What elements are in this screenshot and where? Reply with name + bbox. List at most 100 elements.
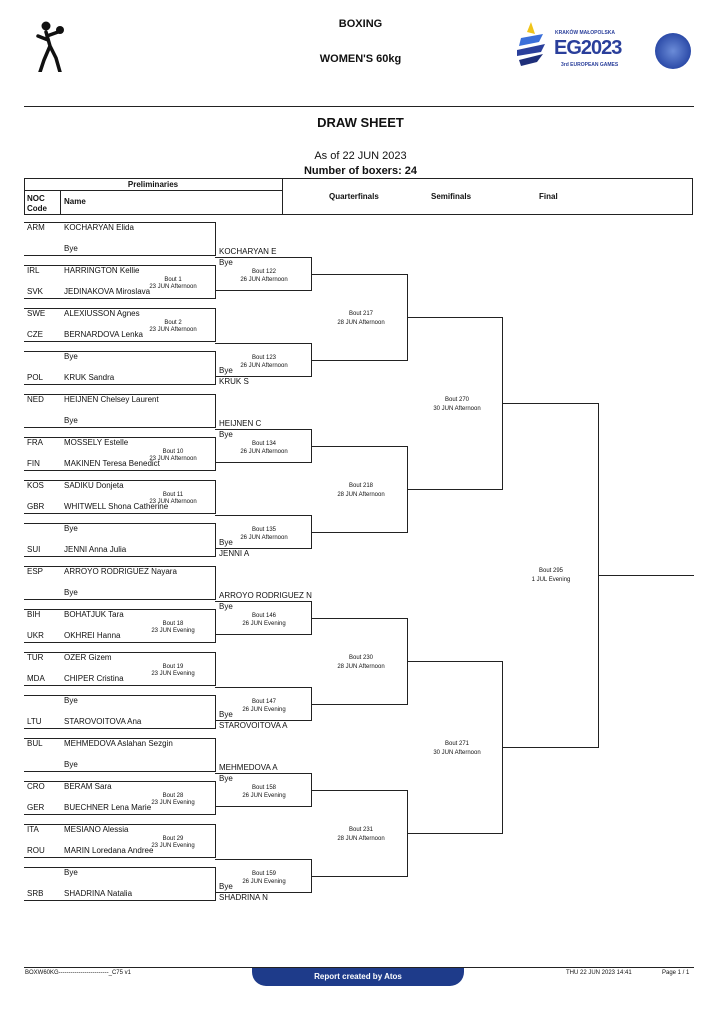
boxer-name: Bye xyxy=(64,588,78,597)
bout-number: Bout 159 xyxy=(251,871,277,877)
noc-code: ARM xyxy=(27,223,45,232)
noc-code: TUR xyxy=(27,653,44,662)
bracket-line xyxy=(24,437,215,438)
bout-time: 26 JUN Afternoon xyxy=(240,449,288,455)
bye-label: Bye xyxy=(219,366,233,375)
bracket-line xyxy=(215,687,311,688)
bracket-line xyxy=(215,609,216,643)
bout-number: Bout 158 xyxy=(251,785,277,791)
boxer-name: SHADRINA Natalia xyxy=(64,889,133,898)
bracket-line xyxy=(24,298,215,299)
bout-time: 28 JUN Afternoon xyxy=(337,664,385,670)
boxer-name: MAKINEN Teresa Benedict xyxy=(64,459,160,468)
bracket-line xyxy=(502,747,598,748)
bout-time: 23 JUN Evening xyxy=(151,628,195,634)
bracket-line xyxy=(24,470,215,471)
bye-label: Bye xyxy=(219,538,233,547)
bracket-line xyxy=(215,859,311,860)
bracket-line xyxy=(24,652,215,653)
boxer-name: Bye xyxy=(64,416,78,425)
bout-time: 28 JUN Afternoon xyxy=(337,836,385,842)
bracket-line xyxy=(311,532,407,533)
winner-name: SHADRINA N xyxy=(219,893,268,902)
noc-code: SWE xyxy=(27,309,46,318)
bracket-line xyxy=(215,781,216,815)
header-divider xyxy=(24,190,282,191)
bracket-line xyxy=(215,515,311,516)
noc-code: LTU xyxy=(27,717,42,726)
quarterfinals-header: Quarterfinals xyxy=(329,192,379,201)
bye-label: Bye xyxy=(219,430,233,439)
bout-number: Bout 231 xyxy=(348,827,374,833)
noc-code: UKR xyxy=(27,631,44,640)
boxing-pictogram-icon xyxy=(36,21,64,72)
bout-time: 30 JUN Afternoon xyxy=(433,406,481,412)
bracket-line xyxy=(24,523,215,524)
sport-title: BOXING xyxy=(338,18,383,30)
preliminaries-header: Preliminaries xyxy=(127,180,179,189)
bracket-line xyxy=(215,892,311,893)
boxer-name: OKHREI Hanna xyxy=(64,631,121,640)
footer-rule xyxy=(24,967,694,968)
bracket-line xyxy=(24,781,215,782)
boxer-name: MESIANO Alessia xyxy=(64,825,129,834)
noc-code: CRO xyxy=(27,782,45,791)
bracket-line xyxy=(215,806,311,807)
bracket-line xyxy=(407,489,502,490)
boxer-name: Bye xyxy=(64,760,78,769)
bracket-line xyxy=(24,824,215,825)
bout-number: Bout 122 xyxy=(251,269,277,275)
logo-text-top: KRAKÓW MAŁOPOLSKA xyxy=(555,30,615,36)
bout-time: 23 JUN Evening xyxy=(151,843,195,849)
bracket-line xyxy=(24,394,215,395)
bracket-line xyxy=(24,728,215,729)
winner-name: JENNI A xyxy=(219,549,250,558)
bracket-line xyxy=(215,429,311,430)
bout-number: Bout 1 xyxy=(164,277,182,283)
bracket-line xyxy=(311,876,407,877)
noc-code: FIN xyxy=(27,459,40,468)
bracket-line xyxy=(215,343,311,344)
boxer-name: KRUK Sandra xyxy=(64,373,115,382)
noc-code: BIH xyxy=(27,610,41,619)
bracket-line xyxy=(215,867,216,901)
boxer-name: Bye xyxy=(64,244,78,253)
noc-code: SUI xyxy=(27,545,41,554)
bracket-line xyxy=(24,642,215,643)
bout-number: Bout 218 xyxy=(348,483,374,489)
bout-number: Bout 134 xyxy=(251,441,277,447)
report-created-by: Report created by Atos xyxy=(252,968,464,986)
winner-name: HEIJNEN C xyxy=(219,419,262,428)
noc-code: GBR xyxy=(27,502,45,511)
bracket-line xyxy=(215,376,311,377)
bout-time: 23 JUN Afternoon xyxy=(149,499,197,505)
bracket-line xyxy=(24,384,215,385)
bout-time: 23 JUN Evening xyxy=(151,671,195,677)
winner-name: MEHMEDOVA A xyxy=(219,763,278,772)
winner-name: KRUK S xyxy=(219,377,249,386)
bracket-line xyxy=(215,265,216,299)
noc-code: MDA xyxy=(27,674,45,683)
bracket-line xyxy=(24,857,215,858)
bout-time: 26 JUN Evening xyxy=(242,707,286,713)
bracket-line xyxy=(24,341,215,342)
bracket-line xyxy=(24,480,215,481)
page-title: DRAW SHEET xyxy=(317,115,404,130)
bout-time: 23 JUN Afternoon xyxy=(149,284,197,290)
bracket-line xyxy=(215,652,216,686)
bracket-line xyxy=(215,351,216,385)
bracket-line xyxy=(407,833,502,834)
header-divider xyxy=(60,190,61,215)
flame-icon xyxy=(517,22,545,66)
bracket-line xyxy=(24,427,215,428)
as-of-date: As of 22 JUN 2023 xyxy=(314,150,407,162)
bout-time: 26 JUN Evening xyxy=(242,621,286,627)
bracket-line xyxy=(24,556,215,557)
noc-code: ESP xyxy=(27,567,44,576)
bracket-line xyxy=(598,575,694,576)
bout-number: Bout 28 xyxy=(162,793,184,799)
bracket-line xyxy=(215,634,311,635)
bracket-line xyxy=(24,867,215,868)
bye-label: Bye xyxy=(219,882,233,891)
bracket-line xyxy=(215,601,311,602)
